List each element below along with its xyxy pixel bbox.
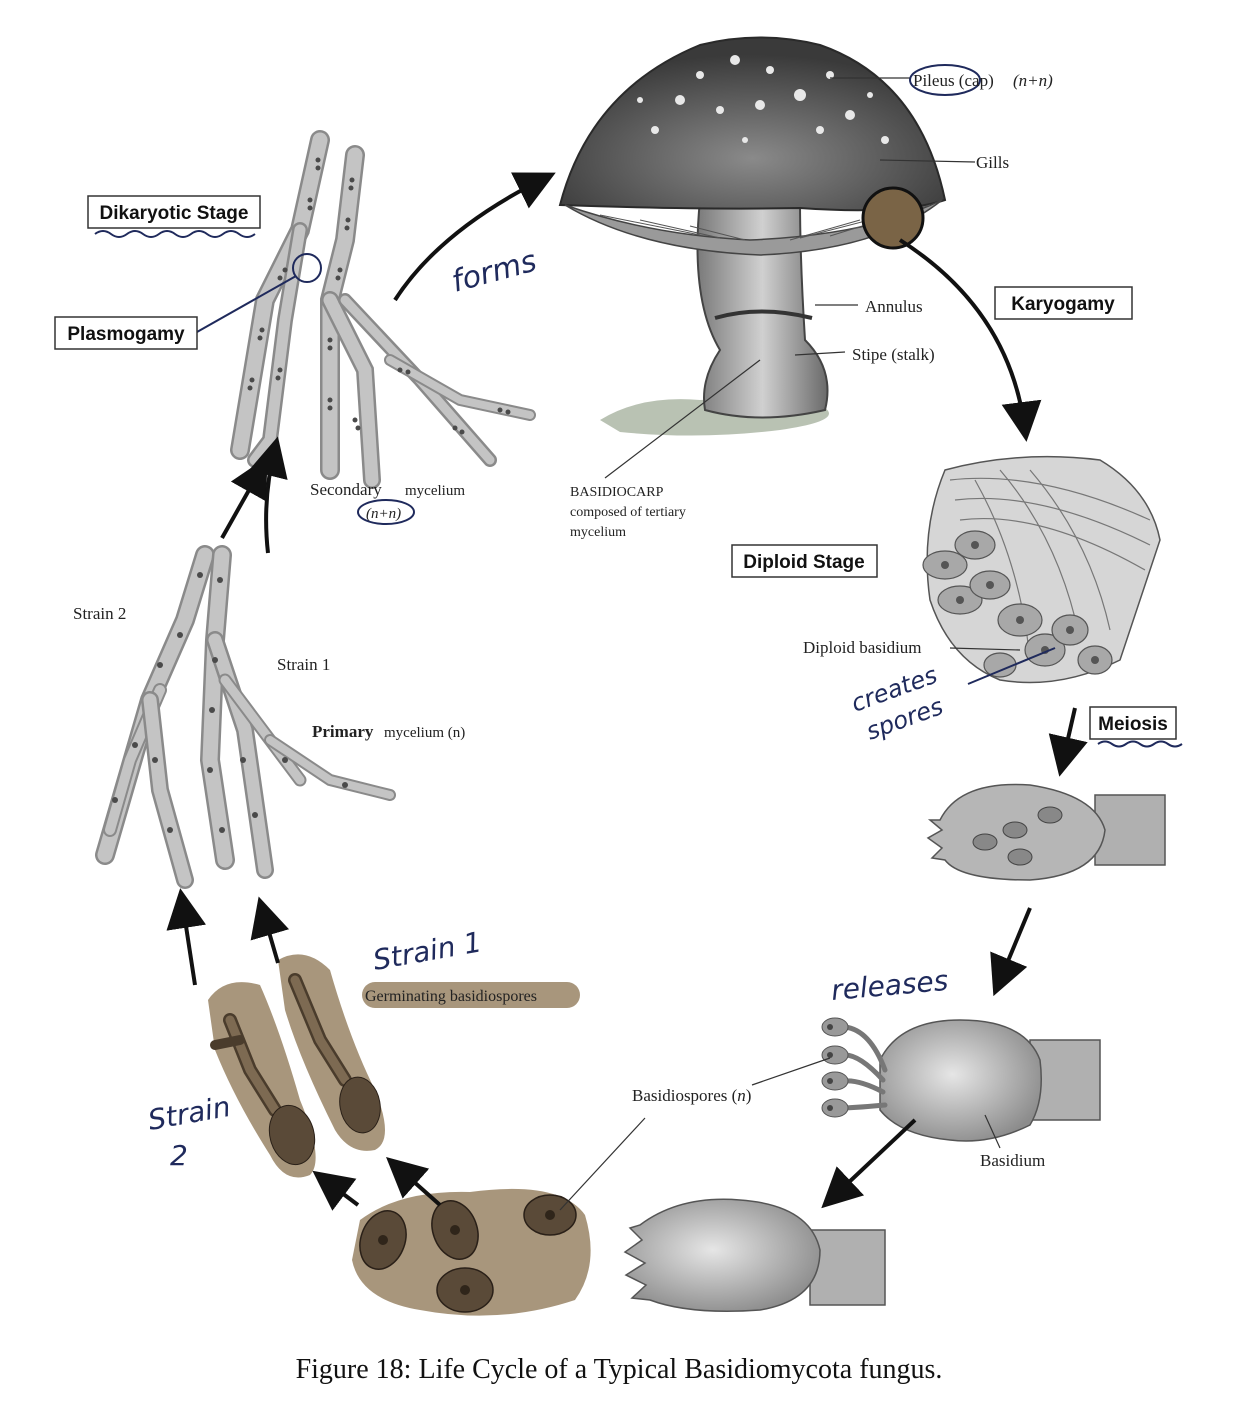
creates-spores-pointer [967, 647, 1056, 685]
pileus-label: Pileus (cap) [913, 71, 994, 90]
basidiospores-leader-bottom [559, 1117, 646, 1211]
secondary-ploidy: (n+n) [366, 506, 401, 522]
gills-label: Gills [976, 153, 1009, 172]
meiosis-box: Meiosis [1089, 706, 1183, 748]
svg-text:Dikaryotic Stage: Dikaryotic Stage [100, 203, 249, 224]
primary-label: Primary [312, 722, 374, 741]
handwritten-strain2-line1: Strain [145, 1090, 232, 1137]
basidium-label: Basidium [980, 1151, 1045, 1170]
basidiocarp-label-line1: BASIDIOCARP [570, 485, 664, 500]
handwritten-releases: releases [830, 964, 950, 1007]
pileus-circle-annotation [909, 64, 981, 96]
primary-mycelium-illustration [95, 545, 396, 889]
handwritten-forms: forms [448, 244, 540, 300]
secondary-nuclei [247, 157, 511, 435]
basidiospore-cluster-illustration [352, 1188, 591, 1316]
pileus-ploidy: (n+n) [1013, 71, 1053, 90]
primary-nuclei [112, 572, 348, 833]
strain2-label: Strain 2 [73, 604, 126, 623]
figure-caption: Figure 18: Life Cycle of a Typical Basid… [296, 1354, 943, 1385]
handwritten-strain1: Strain 1 [370, 925, 484, 977]
secondary-mycelium-illustration [230, 130, 536, 489]
secondary-ploidy-circle-annotation [357, 499, 415, 525]
diploid-basidium-leader [949, 647, 1021, 651]
germinating-basidiospores-illustration [208, 954, 385, 1178]
germinating-highlight [362, 982, 580, 1008]
basidiospores-label: Basidiospores (n) [632, 1086, 751, 1105]
handwritten-strain2-line2: 2 [170, 1139, 188, 1172]
karyogamy-box: Karyogamy [994, 286, 1133, 320]
plasmogamy-circle-annotation [292, 253, 322, 283]
plasmogamy-box: Plasmogamy [54, 316, 198, 350]
svg-text:Karyogamy: Karyogamy [1011, 294, 1115, 315]
svg-text:Meiosis: Meiosis [1098, 714, 1168, 735]
basidiocarp-illustration [558, 36, 947, 436]
secondary-mycelium-label: mycelium [405, 483, 465, 499]
diploid-basidium-label: Diploid basidium [803, 638, 922, 657]
strain1-label: Strain 1 [277, 655, 330, 674]
basidiospores-leader-top [751, 1057, 831, 1086]
primary-mycelium-label: mycelium (n) [384, 725, 465, 741]
plasmogamy-pointer-line [196, 275, 297, 333]
diploid-stage-box: Diploid Stage [731, 544, 878, 578]
basidium-with-spores-illustration [821, 1017, 1101, 1142]
empty-basidium-illustration [623, 1198, 886, 1312]
cycle-arrows [166, 172, 1088, 1211]
germinating-label: Germinating basidiospores [365, 988, 537, 1005]
basidium-leader [984, 1114, 1001, 1149]
basidiocarp-label-line2: composed of tertiary [570, 505, 686, 520]
dikaryotic-stage-box: Dikaryotic Stage [87, 195, 261, 238]
secondary-label: Secondary [310, 480, 382, 499]
svg-text:Plasmogamy: Plasmogamy [67, 324, 185, 345]
svg-text:Diploid Stage: Diploid Stage [743, 552, 864, 573]
mushroom-leader-lines [604, 77, 976, 479]
annulus-label: Annulus [865, 297, 923, 316]
basidiocarp-label-line3: mycelium [570, 525, 626, 540]
stipe-label: Stipe (stalk) [852, 345, 935, 364]
meiosis-basidium-illustration [926, 783, 1166, 881]
